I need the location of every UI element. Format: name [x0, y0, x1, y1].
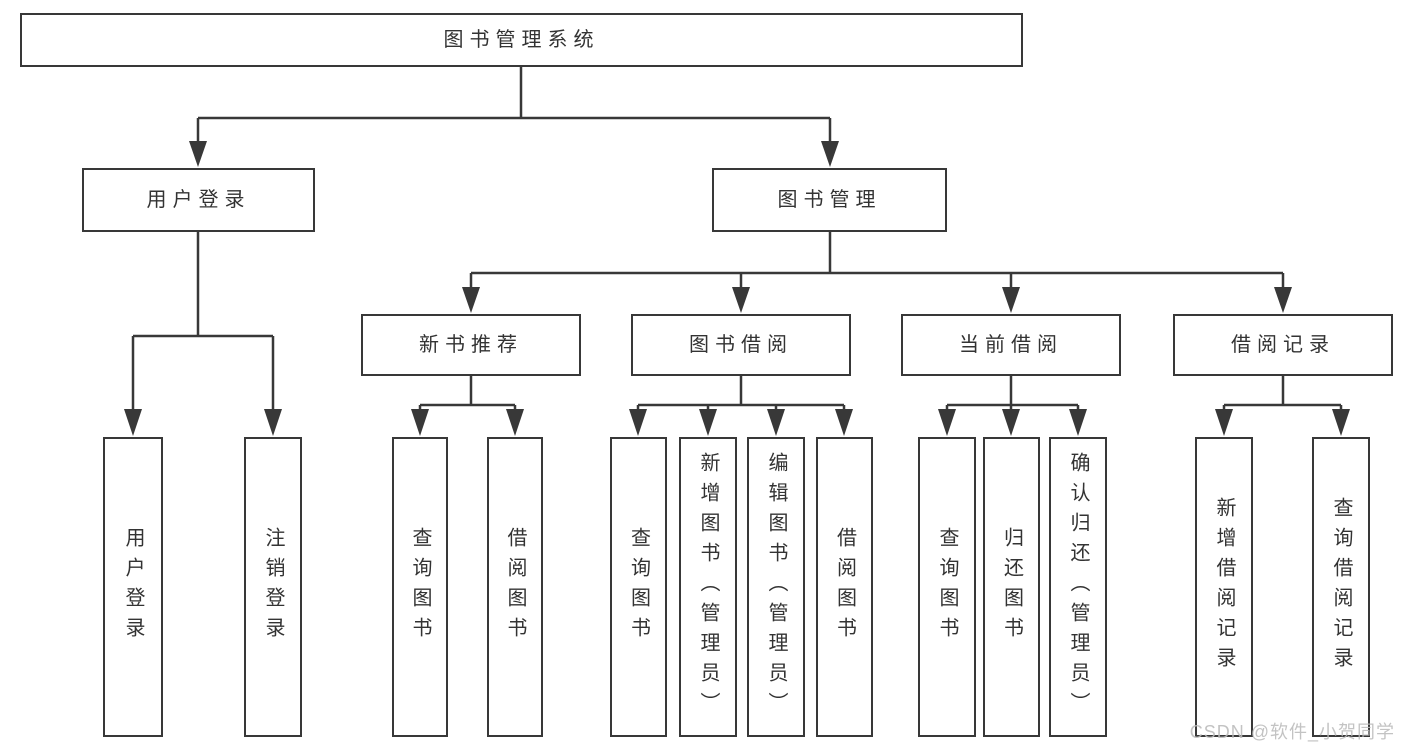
- node-leaf-borrow-books-label: 借阅图书: [833, 527, 856, 647]
- node-branch-user-login: 用户登录: [82, 168, 315, 232]
- arrowhead-icon: [189, 141, 207, 167]
- node-leaf-borrow-books: 借阅图书: [816, 437, 873, 737]
- node-leaf-query-books-borrow: 查询图书: [610, 437, 667, 737]
- node-module-book-borrow-label: 图书借阅: [689, 334, 793, 356]
- node-module-new-book-recommend-label: 新书推荐: [419, 334, 523, 356]
- node-leaf-query-books-current: 查询图书: [918, 437, 976, 737]
- arrowhead-icon: [1069, 409, 1087, 436]
- node-leaf-query-books-recommend-label: 查询图书: [409, 527, 431, 647]
- node-leaf-return-book-label: 归还图书: [1000, 527, 1023, 647]
- node-leaf-query-borrow-record: 查询借阅记录: [1312, 437, 1370, 737]
- node-leaf-user-login-label: 用户登录: [122, 527, 144, 647]
- node-module-borrow-records-label: 借阅记录: [1231, 334, 1335, 356]
- arrowhead-icon: [938, 409, 956, 436]
- node-branch-user-login-label: 用户登录: [146, 189, 251, 211]
- node-leaf-query-books-borrow-label: 查询图书: [627, 527, 650, 647]
- arrowhead-icon: [506, 409, 524, 436]
- node-module-current-borrow-label: 当前借阅: [959, 334, 1063, 356]
- node-leaf-confirm-return-admin-label: 确认归还（管理员）: [1067, 452, 1089, 722]
- node-leaf-user-login: 用户登录: [103, 437, 163, 737]
- node-leaf-query-borrow-record-label: 查询借阅记录: [1330, 497, 1352, 677]
- arrowhead-icon: [1002, 287, 1020, 313]
- node-module-borrow-records: 借阅记录: [1173, 314, 1393, 376]
- arrowhead-icon: [767, 409, 785, 436]
- node-branch-book-management: 图书管理: [712, 168, 947, 232]
- node-leaf-add-borrow-record: 新增借阅记录: [1195, 437, 1253, 737]
- node-leaf-query-books-current-label: 查询图书: [936, 527, 958, 647]
- node-leaf-return-book: 归还图书: [983, 437, 1040, 737]
- arrowhead-icon: [264, 409, 282, 436]
- node-leaf-add-borrow-record-label: 新增借阅记录: [1213, 497, 1235, 677]
- arrowhead-icon: [124, 409, 142, 436]
- arrowhead-icon: [1002, 409, 1020, 436]
- node-root: 图书管理系统: [20, 13, 1023, 67]
- node-module-current-borrow: 当前借阅: [901, 314, 1121, 376]
- node-leaf-logout: 注销登录: [244, 437, 302, 737]
- arrowhead-icon: [1274, 287, 1292, 313]
- node-leaf-edit-book-admin: 编辑图书（管理员）: [747, 437, 805, 737]
- node-leaf-query-books-recommend: 查询图书: [392, 437, 448, 737]
- csdn-watermark: CSDN @软件_小贺同学: [1189, 722, 1395, 742]
- arrowhead-icon: [462, 287, 480, 313]
- arrowhead-icon: [821, 141, 839, 167]
- arrowheads: [124, 141, 1350, 436]
- arrowhead-icon: [699, 409, 717, 436]
- node-leaf-add-book-admin: 新增图书（管理员）: [679, 437, 737, 737]
- arrowhead-icon: [1332, 409, 1350, 436]
- arrowhead-icon: [835, 409, 853, 436]
- node-branch-book-management-label: 图书管理: [777, 189, 882, 211]
- arrowhead-icon: [411, 409, 429, 436]
- node-leaf-add-book-admin-label: 新增图书（管理员）: [697, 452, 719, 722]
- node-root-label: 图书管理系统: [443, 29, 600, 51]
- node-module-book-borrow: 图书借阅: [631, 314, 851, 376]
- arrowhead-icon: [732, 287, 750, 313]
- node-leaf-logout-label: 注销登录: [262, 527, 284, 647]
- arrowhead-icon: [629, 409, 647, 436]
- node-module-new-book-recommend: 新书推荐: [361, 314, 581, 376]
- node-leaf-borrow-books-recommend: 借阅图书: [487, 437, 543, 737]
- node-leaf-confirm-return-admin: 确认归还（管理员）: [1049, 437, 1107, 737]
- node-leaf-edit-book-admin-label: 编辑图书（管理员）: [765, 452, 787, 722]
- node-leaf-borrow-books-recommend-label: 借阅图书: [504, 527, 526, 647]
- arrowhead-icon: [1215, 409, 1233, 436]
